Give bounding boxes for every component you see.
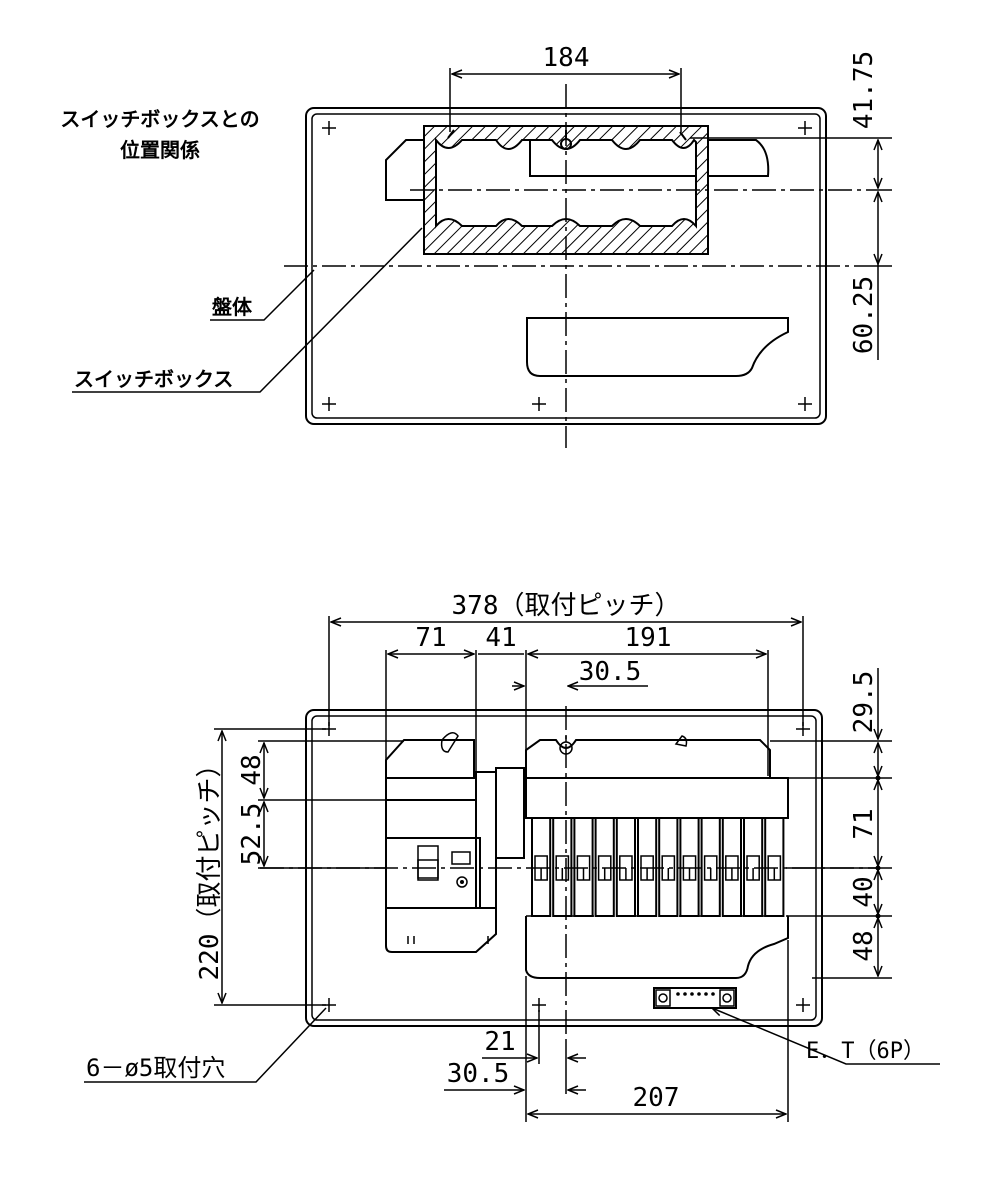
dim-41-text: 41 — [485, 623, 516, 653]
branch-breakers — [531, 817, 785, 917]
branch-breaker — [594, 817, 615, 917]
branch-breaker — [615, 817, 636, 917]
leader-switchbox: スイッチボックス — [72, 227, 423, 393]
dim-220-text: 220（取付ピッチ） — [195, 752, 225, 981]
dim-71-text: 71 — [415, 623, 446, 653]
dim-378-text: 378（取付ピッチ） — [452, 591, 681, 621]
front-left-dimensions: 220（取付ピッチ） 48 52.5 — [195, 728, 404, 1006]
branch-breaker — [743, 817, 764, 917]
connector-bar — [495, 767, 525, 859]
branch-breaker — [552, 817, 573, 917]
front-view: 378（取付ピッチ） 71 41 191 30.5 220（取付ピッチ） — [84, 591, 940, 1122]
branch-breaker — [700, 817, 721, 917]
dim-30-5-bottom-text: 30.5 — [447, 1059, 510, 1089]
dim-30-5-top-text: 30.5 — [579, 657, 642, 687]
branch-breaker — [573, 817, 594, 917]
front-top-dimensions: 378（取付ピッチ） 71 41 191 30.5 — [328, 591, 804, 778]
label-mounting-holes: 6－ø5取付穴 — [86, 1054, 225, 1082]
dim-40-text: 40 — [849, 876, 879, 907]
box-slot-right — [679, 131, 687, 141]
dim-207-text: 207 — [633, 1083, 680, 1113]
dim-21-text: 21 — [484, 1027, 515, 1057]
dim-48-left-text: 48 — [237, 754, 267, 785]
mounting-holes-top — [322, 121, 812, 411]
dimension-184: 184 — [449, 43, 682, 132]
leader-panel: 盤体 — [210, 269, 315, 321]
dimension-right-top: 41.75 60.25 — [690, 51, 892, 360]
front-right-dimensions: 29.5 71 40 48 — [770, 668, 892, 979]
label-switchbox: スイッチボックス — [74, 367, 233, 391]
knockout-right-upper — [529, 139, 770, 177]
dim-60-25-text: 60.25 — [849, 276, 879, 354]
dim-48-right-text: 48 — [849, 930, 879, 961]
dim-184-text: 184 — [543, 43, 590, 73]
branch-breaker — [679, 817, 700, 917]
label-panel: 盤体 — [212, 295, 253, 319]
dim-71-right-text: 71 — [849, 808, 879, 839]
dim-191-text: 191 — [625, 623, 672, 653]
box-slot-left — [447, 129, 455, 139]
top-title-line2: 位置関係 — [120, 138, 200, 162]
front-bottom-dimensions: 21 30.5 207 — [444, 940, 789, 1122]
branch-breaker — [721, 817, 742, 917]
dim-41-75-text: 41.75 — [849, 51, 879, 129]
branch-breaker — [658, 817, 679, 917]
branch-breaker — [531, 817, 552, 917]
label-et: E．T（6P） — [806, 1039, 925, 1064]
main-breaker — [385, 732, 497, 953]
knockout-lower — [526, 317, 789, 377]
branch-breaker — [637, 817, 658, 917]
branch-breaker — [764, 817, 785, 917]
dim-29-5-text: 29.5 — [849, 671, 879, 734]
leader-mounting-holes: 6－ø5取付穴 — [84, 1007, 327, 1083]
top-title-line1: スイッチボックスとの — [60, 107, 259, 131]
dim-52-5-text: 52.5 — [237, 803, 267, 866]
earth-terminal: E．T（6P） — [653, 987, 940, 1065]
top-view: 184 41.75 60.25 スイッチボックスとの 位置関係 盤体 スイッチボ… — [60, 43, 892, 448]
